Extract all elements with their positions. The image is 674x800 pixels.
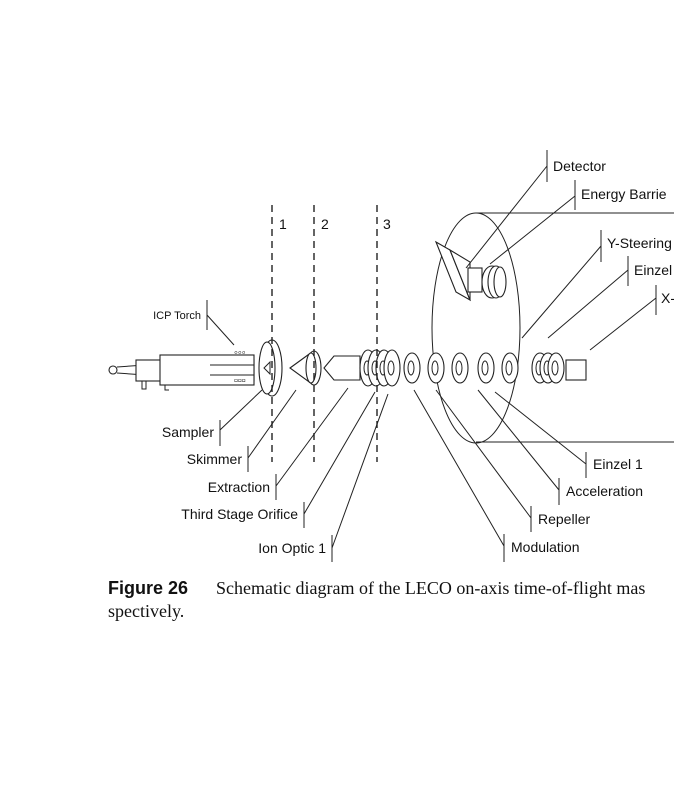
lens-ring [451,352,469,384]
svg-text:◦◦◦: ◦◦◦ [234,347,246,359]
stage-markers: 1 2 3 [271,205,391,462]
label-sampler: Sampler [162,424,214,440]
label-extraction: Extraction [208,479,270,495]
lens-ring [477,352,495,384]
label-third-stage-orifice: Third Stage Orifice [181,506,298,522]
label-acceleration: Acceleration [566,483,643,499]
detector-icon [434,240,507,302]
label-y-steering: Y-Steering [607,235,672,251]
label-detector: Detector [553,158,606,174]
figure-caption-line2: spectively. [108,601,184,621]
skimmer-cone-icon [289,350,322,386]
lens-ring [501,352,519,384]
lens-aperture [455,360,463,376]
label-ion-optic-1: Ion Optic 1 [258,540,326,556]
svg-text:▫▫▫: ▫▫▫ [234,375,246,387]
lens-aperture [387,360,395,376]
stage-marker-1: 1 [279,216,287,232]
icp-torch-icon: ◦◦◦ ▫▫▫ [108,347,255,391]
label-skimmer: Skimmer [187,451,243,467]
label-einzel-1: Einzel 1 [593,456,643,472]
lens-ring [427,352,445,384]
stage-marker-2: 2 [321,216,329,232]
lens-aperture [481,360,489,376]
extraction-lens-icon [323,355,361,381]
label-modulation: Modulation [511,539,580,555]
lens-aperture [551,360,559,376]
label-repeller: Repeller [538,511,590,527]
ion-optic-rings [359,349,587,387]
leader-lines [206,150,657,562]
lens-aperture [431,360,439,376]
stage-marker-3: 3 [383,216,391,232]
lens-aperture [505,360,513,376]
lens-ring [403,352,421,384]
flight-tube [431,212,674,444]
lens-aperture [407,360,415,376]
lens-end-block [565,359,587,381]
label-icp-torch: ICP Torch [153,310,201,322]
sampler-cone-icon [258,339,283,397]
figure-number: Figure 26 [108,578,188,598]
label-x-steering: X- [661,290,674,306]
label-einzel: Einzel [634,262,672,278]
lens-ring [383,349,401,387]
lens-ring [547,352,565,384]
figure-caption-line1: Schematic diagram of the LECO on-axis ti… [216,578,645,598]
label-energy-barrier: Energy Barrie [581,186,667,202]
